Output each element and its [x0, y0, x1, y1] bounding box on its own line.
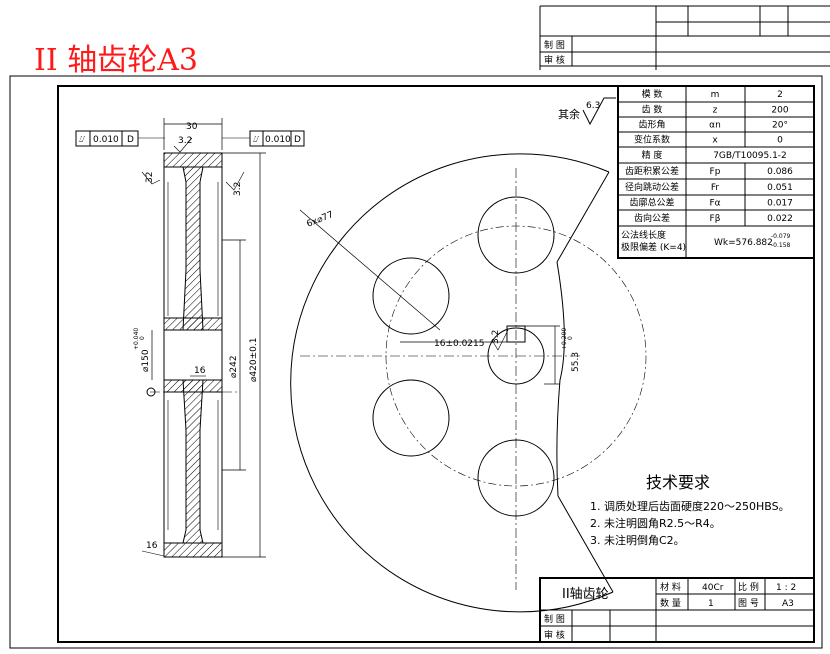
top-draw-label: 制 图 [544, 39, 565, 51]
param-name: 径向跳动公差 [625, 181, 679, 193]
requirement-item: 1. 调质处理后齿面硬度220～250HBS。 [590, 499, 790, 513]
bore-tol-low: 0 [139, 336, 146, 340]
tolerance-value: 0.010 [93, 135, 119, 145]
param-value: 0.022 [767, 214, 793, 224]
depth-dim: 55.3 [571, 352, 581, 372]
roughness-symbol-icon [582, 97, 616, 126]
part-name: II轴齿轮 [562, 587, 609, 602]
requirements-heading: 技术要求 [646, 473, 710, 492]
param-symbol: αn [709, 121, 721, 131]
qty-label: 数 量 [660, 597, 681, 609]
param-value: 200 [771, 106, 788, 116]
tolerance-datum: D [294, 135, 301, 145]
depth-tol-low: 0 [567, 336, 574, 340]
gear-section-view: 30 3.2 32 3.2 ⌀150 +0.040 [133, 118, 266, 558]
drawing-no-value: A3 [782, 599, 794, 609]
surface-finish-prefix: 其余 [558, 107, 580, 121]
gear-params-table: 模 数 m 2 齿 数 z 200 齿形角 αn 20° 变位系数 x 0 精 度 7GB/T10095.… [617, 85, 815, 259]
runout-icon: ⌰ [79, 135, 85, 145]
runout-icon: ⌰ [253, 135, 259, 145]
tolerance-frame-left: ⌰ 0.010 D [75, 130, 165, 147]
requirement-item: 3. 未注明倒角C2。 [590, 533, 685, 547]
rim-dim: 32 [145, 172, 155, 183]
param-symbol: Fα [709, 199, 720, 209]
tolerance-value: 0.010 [265, 135, 291, 145]
param-name: 齿距积累公差 [625, 165, 679, 177]
bore-dia: ⌀150 [141, 349, 151, 372]
param-symbol: Fr [711, 183, 720, 193]
hub-dia: ⌀242 [229, 355, 239, 378]
top-title-block: 制 图 审 核 [539, 5, 830, 70]
requirement-item: 2. 未注明圆角R2.5～R4。 [590, 516, 721, 530]
key-roughness: 3.2 [491, 330, 501, 344]
bore-tol-up: +0.040 [133, 328, 140, 350]
params-last-value: Wk=576.882 [714, 238, 773, 248]
radius-lower: 16 [146, 541, 158, 551]
hole [372, 257, 450, 335]
param-value: 0.051 [767, 183, 793, 193]
bore [487, 327, 545, 385]
scale-label: 比 例 [738, 581, 759, 593]
param-value: 2 [777, 90, 783, 100]
hole [372, 379, 450, 457]
roughness-side: 3.2 [233, 182, 243, 196]
param-symbol: Fβ [710, 214, 721, 224]
param-value: 7GB/T10095.1-2 [713, 151, 787, 161]
draw-label: 制 图 [544, 613, 565, 625]
tolerance-frame-right: ⌰ 0.010 D [222, 130, 305, 147]
qty-value: 1 [708, 599, 714, 609]
param-symbol: Fp [710, 167, 721, 177]
param-symbol: x [712, 136, 718, 146]
params-last-dev-upper: -0.079 [771, 233, 791, 240]
param-symbol: m [711, 90, 720, 100]
outer-dia: ⌀420±0.1 [249, 338, 259, 382]
sheet-outer-border [9, 75, 823, 649]
page-title: II 轴齿轮A3 [34, 43, 198, 78]
param-symbol: z [713, 106, 718, 116]
check-label: 审 核 [544, 629, 565, 641]
hole [477, 439, 555, 517]
top-check-label: 审 核 [544, 54, 565, 66]
param-name: 齿 数 [642, 104, 663, 116]
scale-value: 1 : 2 [776, 583, 796, 593]
hole [477, 196, 555, 274]
holes-dim: 6x⌀77 [305, 210, 335, 230]
roughness-top: 3.2 [178, 136, 192, 146]
material-label: 材 料 [660, 581, 681, 593]
technical-requirements: 技术要求 1. 调质处理后齿面硬度220～250HBS。 2. 未注明圆角R2.… [590, 473, 790, 547]
param-value: 0.017 [767, 199, 793, 209]
params-last-name-1: 公法线长度 [621, 229, 666, 241]
radius-upper: 16 [194, 366, 206, 376]
tolerance-datum: D [127, 135, 134, 145]
title-block: II轴齿轮 材 料 40Cr 比 例 1 : 2 数 量 1 图 号 A3 制 … [539, 577, 815, 643]
param-name: 齿廓总公差 [629, 197, 674, 209]
depth-tol-up: +0.200 [561, 328, 568, 350]
drawing-frame [57, 85, 815, 643]
surface-finish-value: 6.3 [586, 101, 600, 111]
param-name: 模 数 [642, 88, 663, 100]
param-value: 0.086 [767, 167, 793, 177]
param-name: 精 度 [642, 149, 663, 161]
keyway-dim: 16±0.0215 [434, 339, 484, 349]
param-value: 20° [772, 121, 788, 131]
material-value: 40Cr [702, 583, 724, 593]
datum-icon [146, 387, 156, 397]
params-last-dev-lower: -0.158 [771, 242, 791, 249]
width-dim: 30 [186, 122, 198, 132]
surface-finish-note: 其余 6.3 [558, 97, 616, 126]
param-name: 齿形角 [638, 119, 665, 131]
param-name: 变位系数 [634, 134, 670, 146]
drawing-no-label: 图 号 [738, 598, 759, 609]
params-last-name-2: 极限偏差 (K=4) [621, 241, 686, 253]
keyway [506, 325, 526, 343]
param-value: 0 [777, 136, 783, 146]
param-name: 齿向公差 [634, 212, 670, 224]
